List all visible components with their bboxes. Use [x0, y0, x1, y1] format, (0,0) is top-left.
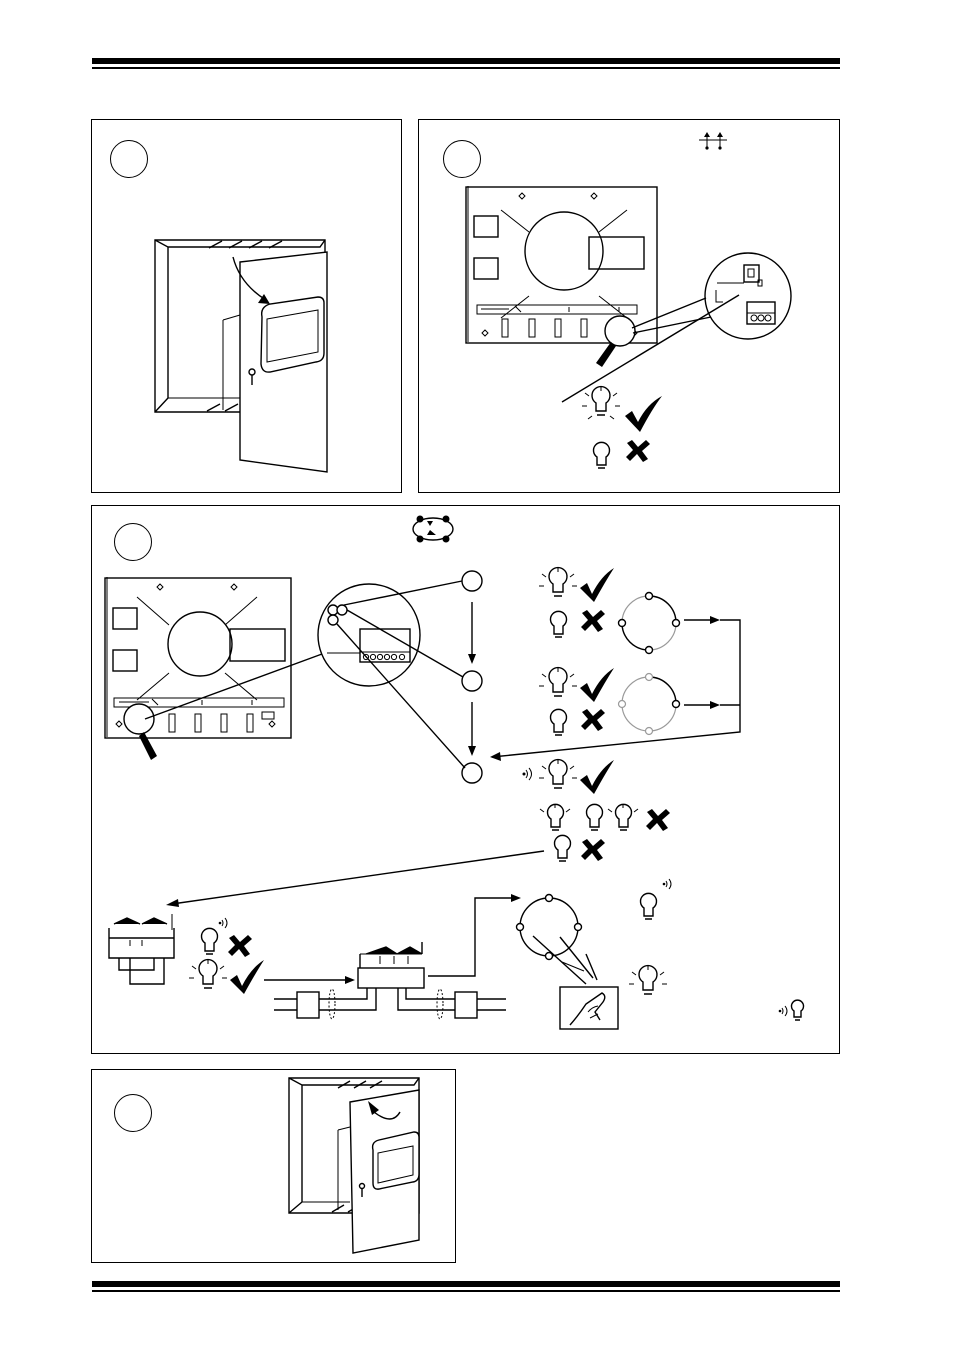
lamp-lit-icon — [608, 804, 638, 830]
step-4-panel — [91, 1069, 456, 1263]
module-left — [109, 914, 174, 984]
step-3-panel — [91, 505, 840, 1054]
loop-test-illustration — [92, 506, 841, 1055]
cross-mark-icon — [626, 440, 650, 462]
loop-diagram-b — [619, 674, 680, 735]
step-1-panel — [91, 119, 402, 493]
hand-press-icon — [560, 987, 618, 1029]
lamp-lit-icon — [539, 667, 577, 696]
cross-mark-icon — [646, 809, 670, 831]
lamp-lit-icon — [540, 804, 570, 830]
sounder-icon — [663, 879, 671, 889]
lamp-unlit-icon — [594, 442, 610, 468]
lamp-unlit-icon — [791, 1000, 803, 1020]
sounder-icon — [779, 1006, 787, 1016]
step-2-panel — [418, 119, 840, 493]
footer-rule-thin — [92, 1290, 840, 1292]
lamp-lit-icon — [629, 965, 667, 994]
cross-mark-icon — [581, 709, 605, 731]
check-mark-icon — [230, 960, 264, 994]
loop-symbol-icon — [413, 516, 453, 543]
magnifier-icon — [596, 316, 635, 367]
cross-mark-icon — [581, 610, 605, 632]
sounder-icon — [523, 768, 532, 780]
lamp-unlit-icon — [641, 893, 657, 919]
lamp-lit-icon — [539, 567, 577, 596]
open-enclosure-illustration — [92, 120, 403, 494]
lamp-unlit-icon — [551, 709, 567, 735]
power-check-illustration — [419, 120, 841, 494]
check-mark-icon — [580, 568, 614, 602]
lamp-unlit-icon — [555, 835, 571, 861]
check-mark-icon — [580, 760, 614, 794]
header-rule-thin — [92, 67, 840, 69]
sounder-icon — [219, 918, 227, 928]
header-rule-thick — [92, 58, 840, 64]
lamp-lit-icon — [189, 959, 227, 988]
loop-diagram-a — [619, 593, 680, 654]
footer-rule-thick — [92, 1281, 840, 1287]
lamp-unlit-icon — [202, 928, 218, 954]
link-symbol-icon — [699, 132, 727, 150]
close-enclosure-illustration — [92, 1070, 457, 1264]
lamp-unlit-icon — [587, 804, 603, 830]
cross-mark-icon — [581, 839, 605, 861]
check-mark-icon — [580, 668, 614, 702]
check-mark-icon — [625, 396, 662, 432]
lamp-unlit-icon — [551, 611, 567, 637]
cross-mark-icon — [228, 935, 252, 957]
lamp-lit-icon — [539, 759, 577, 788]
loop-diagram-c — [517, 895, 598, 985]
magnifier-icon — [124, 704, 157, 760]
lamp-lit-icon — [582, 386, 620, 419]
